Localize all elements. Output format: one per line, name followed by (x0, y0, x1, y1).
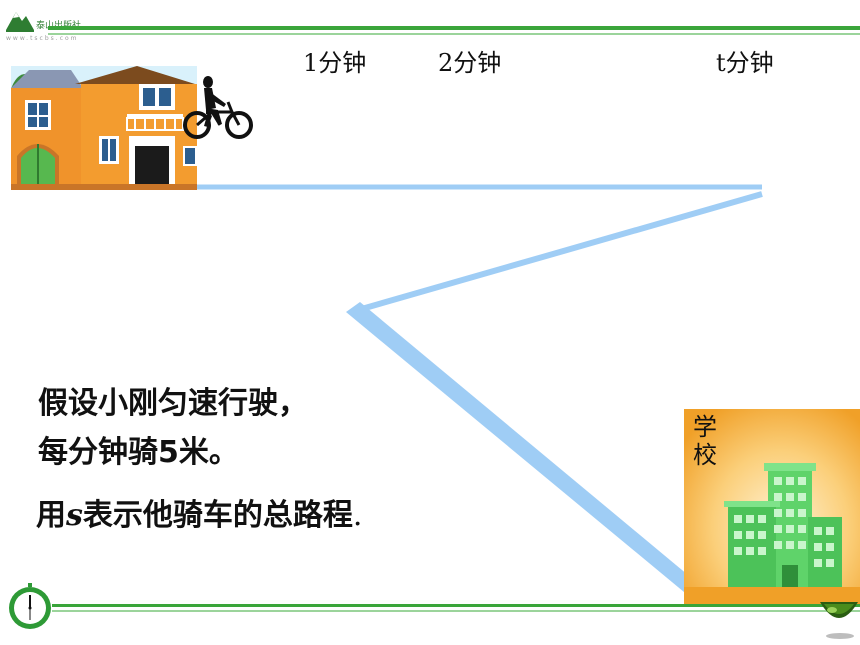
variable-s: s (66, 498, 83, 533)
road-segment-middle (357, 191, 763, 313)
question-line-1: 假设小刚匀速行驶， (38, 386, 308, 421)
bottom-rule-light (52, 610, 860, 612)
question-line-3: 用s表示他骑车的总路程. (36, 490, 362, 534)
top-rule-light (48, 33, 860, 35)
cyclist-icon (183, 76, 253, 139)
school-card: 学校 (684, 409, 860, 605)
time-label-2: 2分钟 (438, 49, 502, 77)
question-line-3-suffix: 表示他骑车的总路程 (82, 498, 353, 533)
time-label-1: 1分钟 (303, 49, 367, 77)
clock-icon (9, 583, 51, 629)
road-segment-bottom (346, 302, 700, 597)
ball-icon (820, 602, 858, 639)
publisher-url: www.tscbs.com (6, 35, 79, 42)
time-label-t: t分钟 (716, 49, 774, 77)
logo-mountain-icon (6, 12, 34, 32)
top-rule (48, 26, 860, 30)
question-line-3-prefix: 用 (36, 498, 66, 533)
school-building-icon (684, 409, 860, 605)
house-illustration (11, 66, 197, 190)
question-line-3-end: . (352, 498, 363, 533)
bottom-rule (52, 604, 860, 607)
school-label: 学校 (693, 413, 717, 469)
question-line-2: 每分钟骑5米。 (38, 435, 239, 470)
